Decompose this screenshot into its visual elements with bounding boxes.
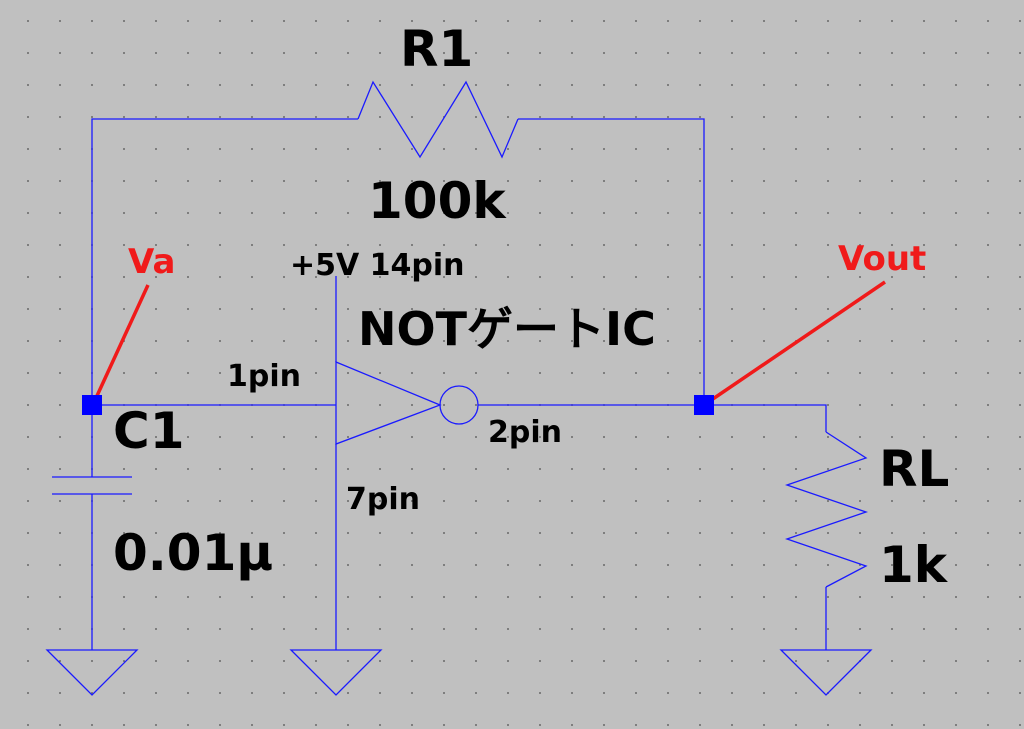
resistor-rl-symbol <box>784 431 869 588</box>
probe-label-va: Va <box>128 242 175 282</box>
node-vout[interactable] <box>694 395 714 415</box>
input-pin-label: 1pin <box>227 359 301 394</box>
ground-symbol-ic <box>289 649 383 696</box>
wire-feedback-left <box>91 118 358 405</box>
ic-name-label: NOTゲートIC <box>358 302 656 356</box>
resistor-r1-symbol <box>357 80 519 159</box>
wire-feedback-right <box>518 118 705 405</box>
c1-name-label: C1 <box>113 402 184 460</box>
c1-value-label: 0.01μ <box>113 524 273 582</box>
rl-name-label: RL <box>879 440 949 498</box>
wire-output <box>478 404 827 432</box>
rl-value-label: 1k <box>879 536 949 594</box>
output-pin-label: 2pin <box>488 415 562 450</box>
r1-value-label: 100k <box>368 172 507 230</box>
capacitor-c1-symbol <box>52 476 132 495</box>
probe-line-va <box>94 284 150 399</box>
r1-name-label: R1 <box>400 20 473 78</box>
probe-line-vout <box>703 280 886 407</box>
wires <box>91 118 827 650</box>
ground-symbol-c1 <box>45 649 139 696</box>
power-pin-label: +5V 14pin <box>290 248 465 283</box>
ground-symbol-rl <box>779 649 873 696</box>
node-va[interactable] <box>82 395 102 415</box>
probe-label-vout: Vout <box>838 239 926 279</box>
not-gate-symbol <box>335 361 479 445</box>
ground-pin-label: 7pin <box>346 482 420 517</box>
inverter-bubble <box>439 385 479 425</box>
